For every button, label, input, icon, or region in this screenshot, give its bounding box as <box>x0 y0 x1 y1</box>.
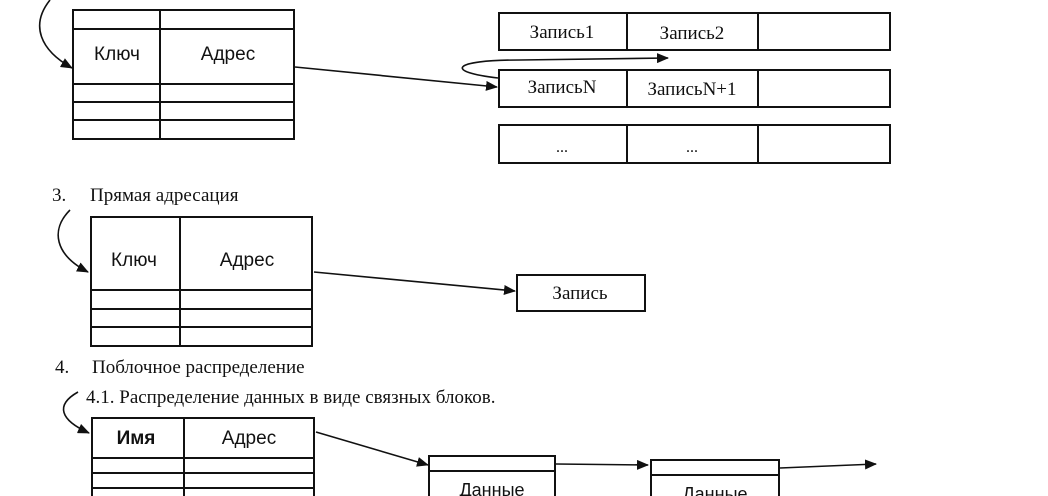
block-cell-record1: Запись1 <box>530 22 595 43</box>
data-block-1 <box>428 455 556 496</box>
pointer-arrow-4 <box>315 431 429 467</box>
index-table-3 <box>90 216 313 347</box>
index-key-label-1: Ключ <box>94 44 140 65</box>
index-table-1 <box>72 9 295 140</box>
record-label: Запись <box>552 283 607 304</box>
index-address-label-3: Адрес <box>220 250 274 271</box>
index-table-4 <box>91 417 315 496</box>
block-row-2 <box>498 69 891 108</box>
section4-title: Поблочное распределение <box>92 357 305 378</box>
block-cell-ellipsis-2: ... <box>686 139 698 156</box>
data-block-2-label: Данные <box>682 484 747 496</box>
data-block-1-label: Данные <box>459 480 524 496</box>
section3-number: 3. <box>52 185 66 206</box>
record-box <box>516 274 646 312</box>
block-cell-recordN1: ЗаписьN+1 <box>647 79 736 100</box>
pointer-arrow-1 <box>294 66 498 91</box>
entry-arrow-3 <box>57 209 89 273</box>
pointer-arrow-3 <box>313 271 516 295</box>
index-key-label-3: Ключ <box>111 250 157 271</box>
section4-subsection: 4.1. Распределение данных в виде связных… <box>86 387 495 408</box>
section4-number: 4. <box>55 357 69 378</box>
data-block-2 <box>650 459 780 496</box>
index-name-label-4: Имя <box>117 428 156 449</box>
link-arrow-4b <box>779 459 877 470</box>
index-address-label-4: Адрес <box>222 428 276 449</box>
block-cell-record2: Запись2 <box>660 23 725 44</box>
block-row-3 <box>498 124 891 164</box>
block-cell-recordN: ЗаписьN <box>528 77 597 98</box>
section3-title: Прямая адресация <box>90 185 239 206</box>
link-arrow-4a <box>555 459 649 470</box>
loop-arrow-1 <box>461 53 669 79</box>
block-row-1 <box>498 12 891 51</box>
entry-arrow-1 <box>39 0 73 69</box>
entry-arrow-4 <box>62 391 90 434</box>
index-address-label-1: Адрес <box>201 44 255 65</box>
block-cell-ellipsis-1: ... <box>556 139 568 156</box>
